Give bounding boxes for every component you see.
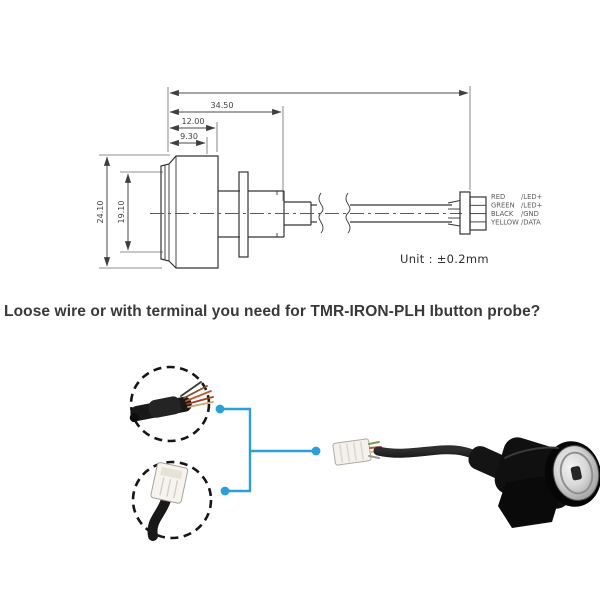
- dimension-overall: [167, 86, 471, 190]
- wire-color-yellow: YELLOW: [490, 219, 519, 227]
- dimension-outer-diameter: 24.10: [96, 154, 170, 269]
- dimension-head-length: 12.00: [169, 117, 218, 152]
- terminal-callout: [131, 460, 213, 541]
- wire-color-black: BLACK: [491, 210, 514, 218]
- cable-terminal: [332, 438, 372, 466]
- question-headline: Loose wire or with terminal you need for…: [4, 303, 541, 320]
- wire-signal-yellow: /DATA: [521, 219, 541, 227]
- ibutton-probe-head: [494, 437, 600, 528]
- wire-color-green: GREEN: [491, 202, 515, 210]
- terminal-connector-photo: [147, 462, 189, 541]
- probe-cable-photo: [332, 437, 600, 528]
- dashed-circle-icon: [131, 460, 213, 540]
- loose-wire-callout: [129, 365, 214, 443]
- dimension-inner-diameter: 19.10: [117, 171, 163, 253]
- wire-signal-black: /GND: [521, 210, 539, 218]
- wire-signal-red: /LED+: [521, 193, 542, 201]
- drawing-connector: [447, 191, 487, 235]
- dim-inner-diameter-label: 19.10: [117, 201, 126, 224]
- product-photo-collage: [129, 365, 600, 541]
- unit-tolerance-note: Unit : ±0.2mm: [400, 252, 489, 266]
- wire-legend: RED /LED+ GREEN /LED+ BLACK /GND YELLOW …: [490, 193, 542, 227]
- probe-outline: [150, 155, 462, 269]
- technical-drawing: 34.50 12.00 9.30 24.10 19.10: [96, 86, 542, 269]
- dim-outer-diameter-label: 24.10: [96, 201, 105, 224]
- wire-color-red: RED: [491, 193, 505, 201]
- dimension-total-length: 34.50: [169, 101, 284, 201]
- callout-connector-line: [221, 407, 315, 493]
- dim-head-length-label: 12.00: [182, 117, 205, 126]
- dimension-front-length: 9.30: [169, 132, 208, 154]
- loose-wire-photo: [129, 396, 192, 423]
- dim-total-length-label: 34.50: [211, 101, 234, 110]
- callout-dots: [215, 404, 321, 496]
- dim-front-length-label: 9.30: [180, 132, 198, 141]
- wire-signal-green: /LED+: [521, 202, 542, 210]
- dashed-circle-icon: [129, 365, 211, 443]
- stripped-wire-strands: [180, 381, 214, 408]
